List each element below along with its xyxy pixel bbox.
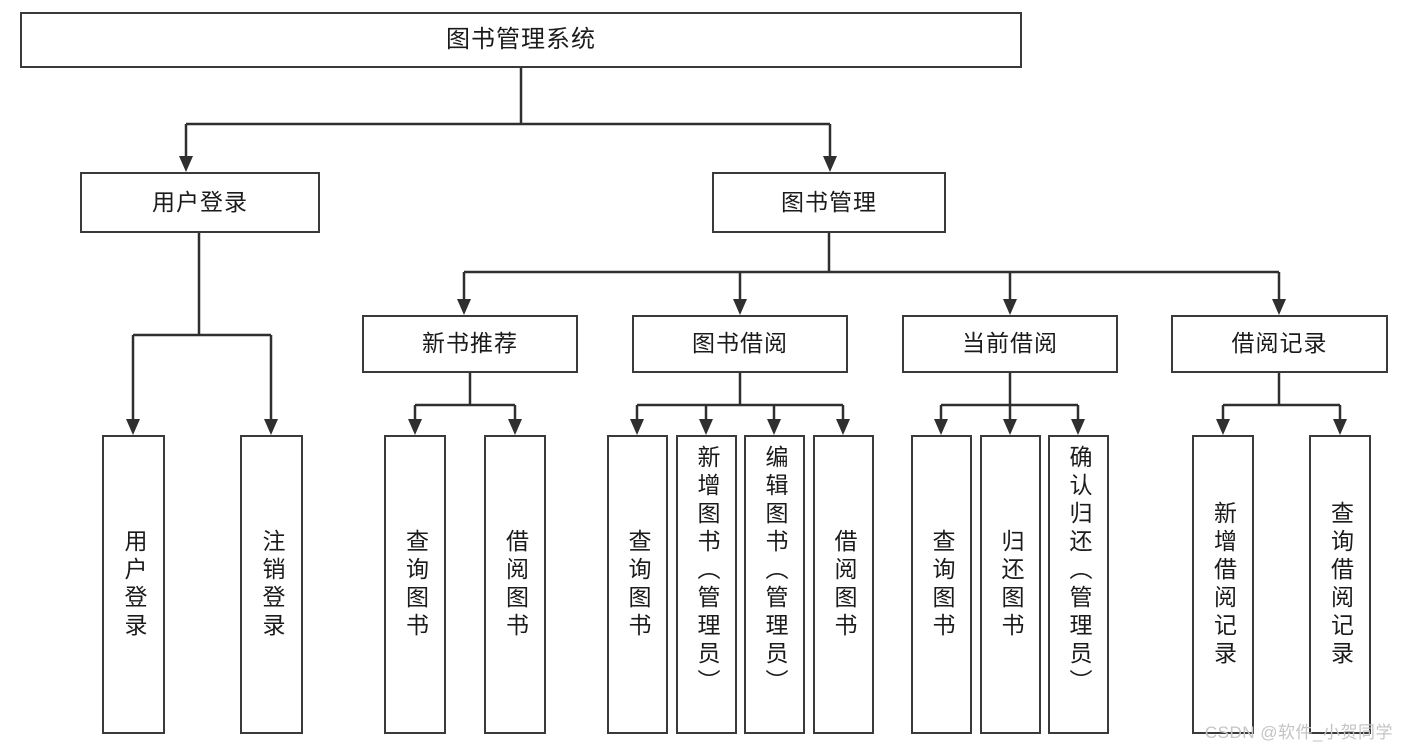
node-label: 借阅图书 <box>831 528 857 641</box>
leaf-current-confirm-return-admin[interactable]: 确认归还（管理员） <box>1048 435 1109 734</box>
node-label: 编辑图书（管理员） <box>762 445 788 697</box>
node-label: 借阅图书 <box>502 528 529 641</box>
node-label: 注销登录 <box>259 528 285 641</box>
leaf-current-query-book[interactable]: 查询图书 <box>911 435 972 734</box>
leaf-record-add-borrow-record[interactable]: 新增借阅记录 <box>1192 435 1254 734</box>
node-book-borrow[interactable]: 图书借阅 <box>632 315 848 373</box>
node-book-management[interactable]: 图书管理 <box>712 172 946 233</box>
leaf-user-login[interactable]: 用户登录 <box>102 435 165 734</box>
leaf-user-logout[interactable]: 注销登录 <box>240 435 303 734</box>
node-label: 查询借阅记录 <box>1327 500 1354 669</box>
node-borrow-record[interactable]: 借阅记录 <box>1171 315 1388 373</box>
node-current-borrow[interactable]: 当前借阅 <box>902 315 1118 373</box>
leaf-borrow-add-book-admin[interactable]: 新增图书（管理员） <box>676 435 737 734</box>
node-label: 借阅记录 <box>1231 330 1328 357</box>
node-label: 确认归还（管理员） <box>1066 445 1092 697</box>
node-root-system[interactable]: 图书管理系统 <box>20 12 1022 68</box>
node-label: 当前借阅 <box>962 330 1058 357</box>
leaf-recommend-query-book[interactable]: 查询图书 <box>384 435 446 734</box>
node-label: 新增图书（管理员） <box>694 445 720 697</box>
node-label: 用户登录 <box>152 188 248 215</box>
node-label: 图书管理 <box>781 188 877 215</box>
leaf-current-return-book[interactable]: 归还图书 <box>980 435 1041 734</box>
node-label: 图书借阅 <box>692 330 788 357</box>
node-label: 新书推荐 <box>422 330 518 357</box>
node-new-book-recommend[interactable]: 新书推荐 <box>362 315 578 373</box>
node-label: 图书管理系统 <box>446 25 596 53</box>
leaf-borrow-edit-book-admin[interactable]: 编辑图书（管理员） <box>744 435 805 734</box>
leaf-recommend-borrow-book[interactable]: 借阅图书 <box>484 435 546 734</box>
node-label: 新增借阅记录 <box>1210 500 1237 669</box>
leaf-record-query-borrow-record[interactable]: 查询借阅记录 <box>1309 435 1371 734</box>
node-label: 归还图书 <box>998 528 1024 641</box>
node-label: 查询图书 <box>625 528 651 641</box>
leaf-borrow-query-book[interactable]: 查询图书 <box>607 435 668 734</box>
leaf-borrow-borrow-book[interactable]: 借阅图书 <box>813 435 874 734</box>
node-label: 查询图书 <box>402 528 429 641</box>
node-label: 用户登录 <box>121 528 147 641</box>
watermark: CSDN @软件_小贺同学 <box>1204 723 1393 742</box>
node-label: 查询图书 <box>929 528 955 641</box>
node-user-login[interactable]: 用户登录 <box>80 172 320 233</box>
